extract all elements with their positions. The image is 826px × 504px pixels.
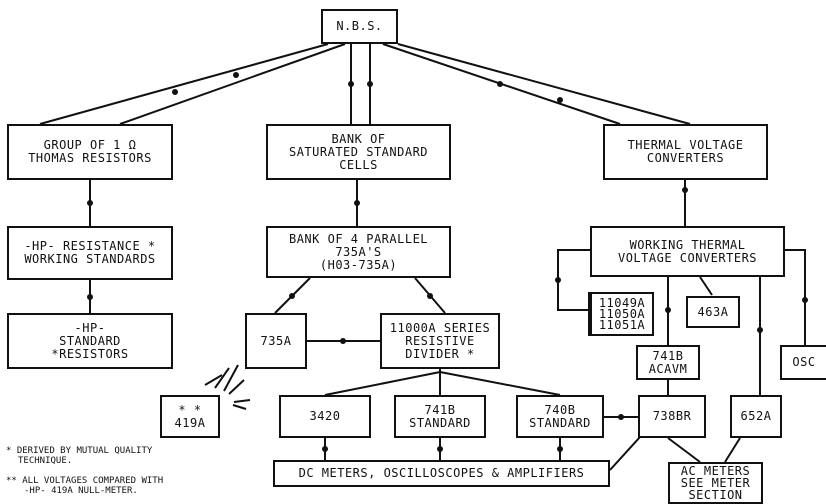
line-nbs-thomas-b — [119, 43, 346, 125]
node-11049a-group: 11049A 11050A 11051A — [588, 292, 654, 336]
line-working-463a — [699, 276, 713, 296]
line-divider-740b — [439, 371, 561, 396]
node-nbs: N.B.S. — [321, 9, 398, 44]
node-resistive-divider: 11000A SERIES RESISTIVE DIVIDER * — [380, 313, 500, 369]
footnote-null-meter: ** ALL VOLTAGES COMPARED WITH -HP- 419A … — [6, 476, 164, 496]
node-740b-standard: 740B STANDARD — [516, 395, 604, 438]
node-working-converters: WORKING THERMAL VOLTAGE CONVERTERS — [590, 226, 785, 277]
null-meter-rays — [204, 364, 251, 410]
node-thermal-converters: THERMAL VOLTAGE CONVERTERS — [603, 124, 768, 180]
node-463a: 463A — [686, 296, 740, 328]
footnote-mutual-quality: * DERIVED BY MUTUAL QUALITY TECHNIQUE. — [6, 446, 153, 466]
line-738br-ac — [667, 437, 701, 463]
node-hp-standard-resistors: -HP- STANDARD *RESISTORS — [7, 313, 173, 369]
line-nbs-thomas-a — [39, 43, 329, 125]
node-ac-meters: AC METERS SEE METER SECTION — [668, 462, 763, 504]
node-3420: 3420 — [279, 395, 371, 438]
line-divider-3420 — [324, 371, 441, 396]
node-652a: 652A — [730, 395, 782, 438]
node-dc-meters: DC METERS, OSCILLOSCOPES & AMPLIFIERS — [273, 460, 610, 487]
node-hp-resistance-standards: -HP- RESISTANCE * WORKING STANDARDS — [7, 226, 173, 280]
node-thomas-resistors: GROUP OF 1 Ω THOMAS RESISTORS — [7, 124, 173, 180]
line-652a-ac — [724, 437, 741, 463]
node-419a-null-meter: * * 419A — [160, 395, 220, 438]
node-osc: OSC — [780, 345, 826, 380]
node-saturated-cells: BANK OF SATURATED STANDARD CELLS — [266, 124, 451, 180]
line-working-1049 — [557, 249, 590, 311]
line-nbs-tvc-b — [397, 43, 691, 125]
line-738br-dc — [609, 436, 641, 471]
line-working-osc — [785, 249, 806, 345]
node-741b-standard: 741B STANDARD — [394, 395, 486, 438]
node-bank-735a: BANK OF 4 PARALLEL 735A's (H03-735A) — [266, 226, 451, 278]
node-735a: 735A — [245, 313, 307, 369]
node-738br: 738BR — [638, 395, 706, 438]
node-741b-acavm: 741B ACAVM — [636, 345, 700, 380]
